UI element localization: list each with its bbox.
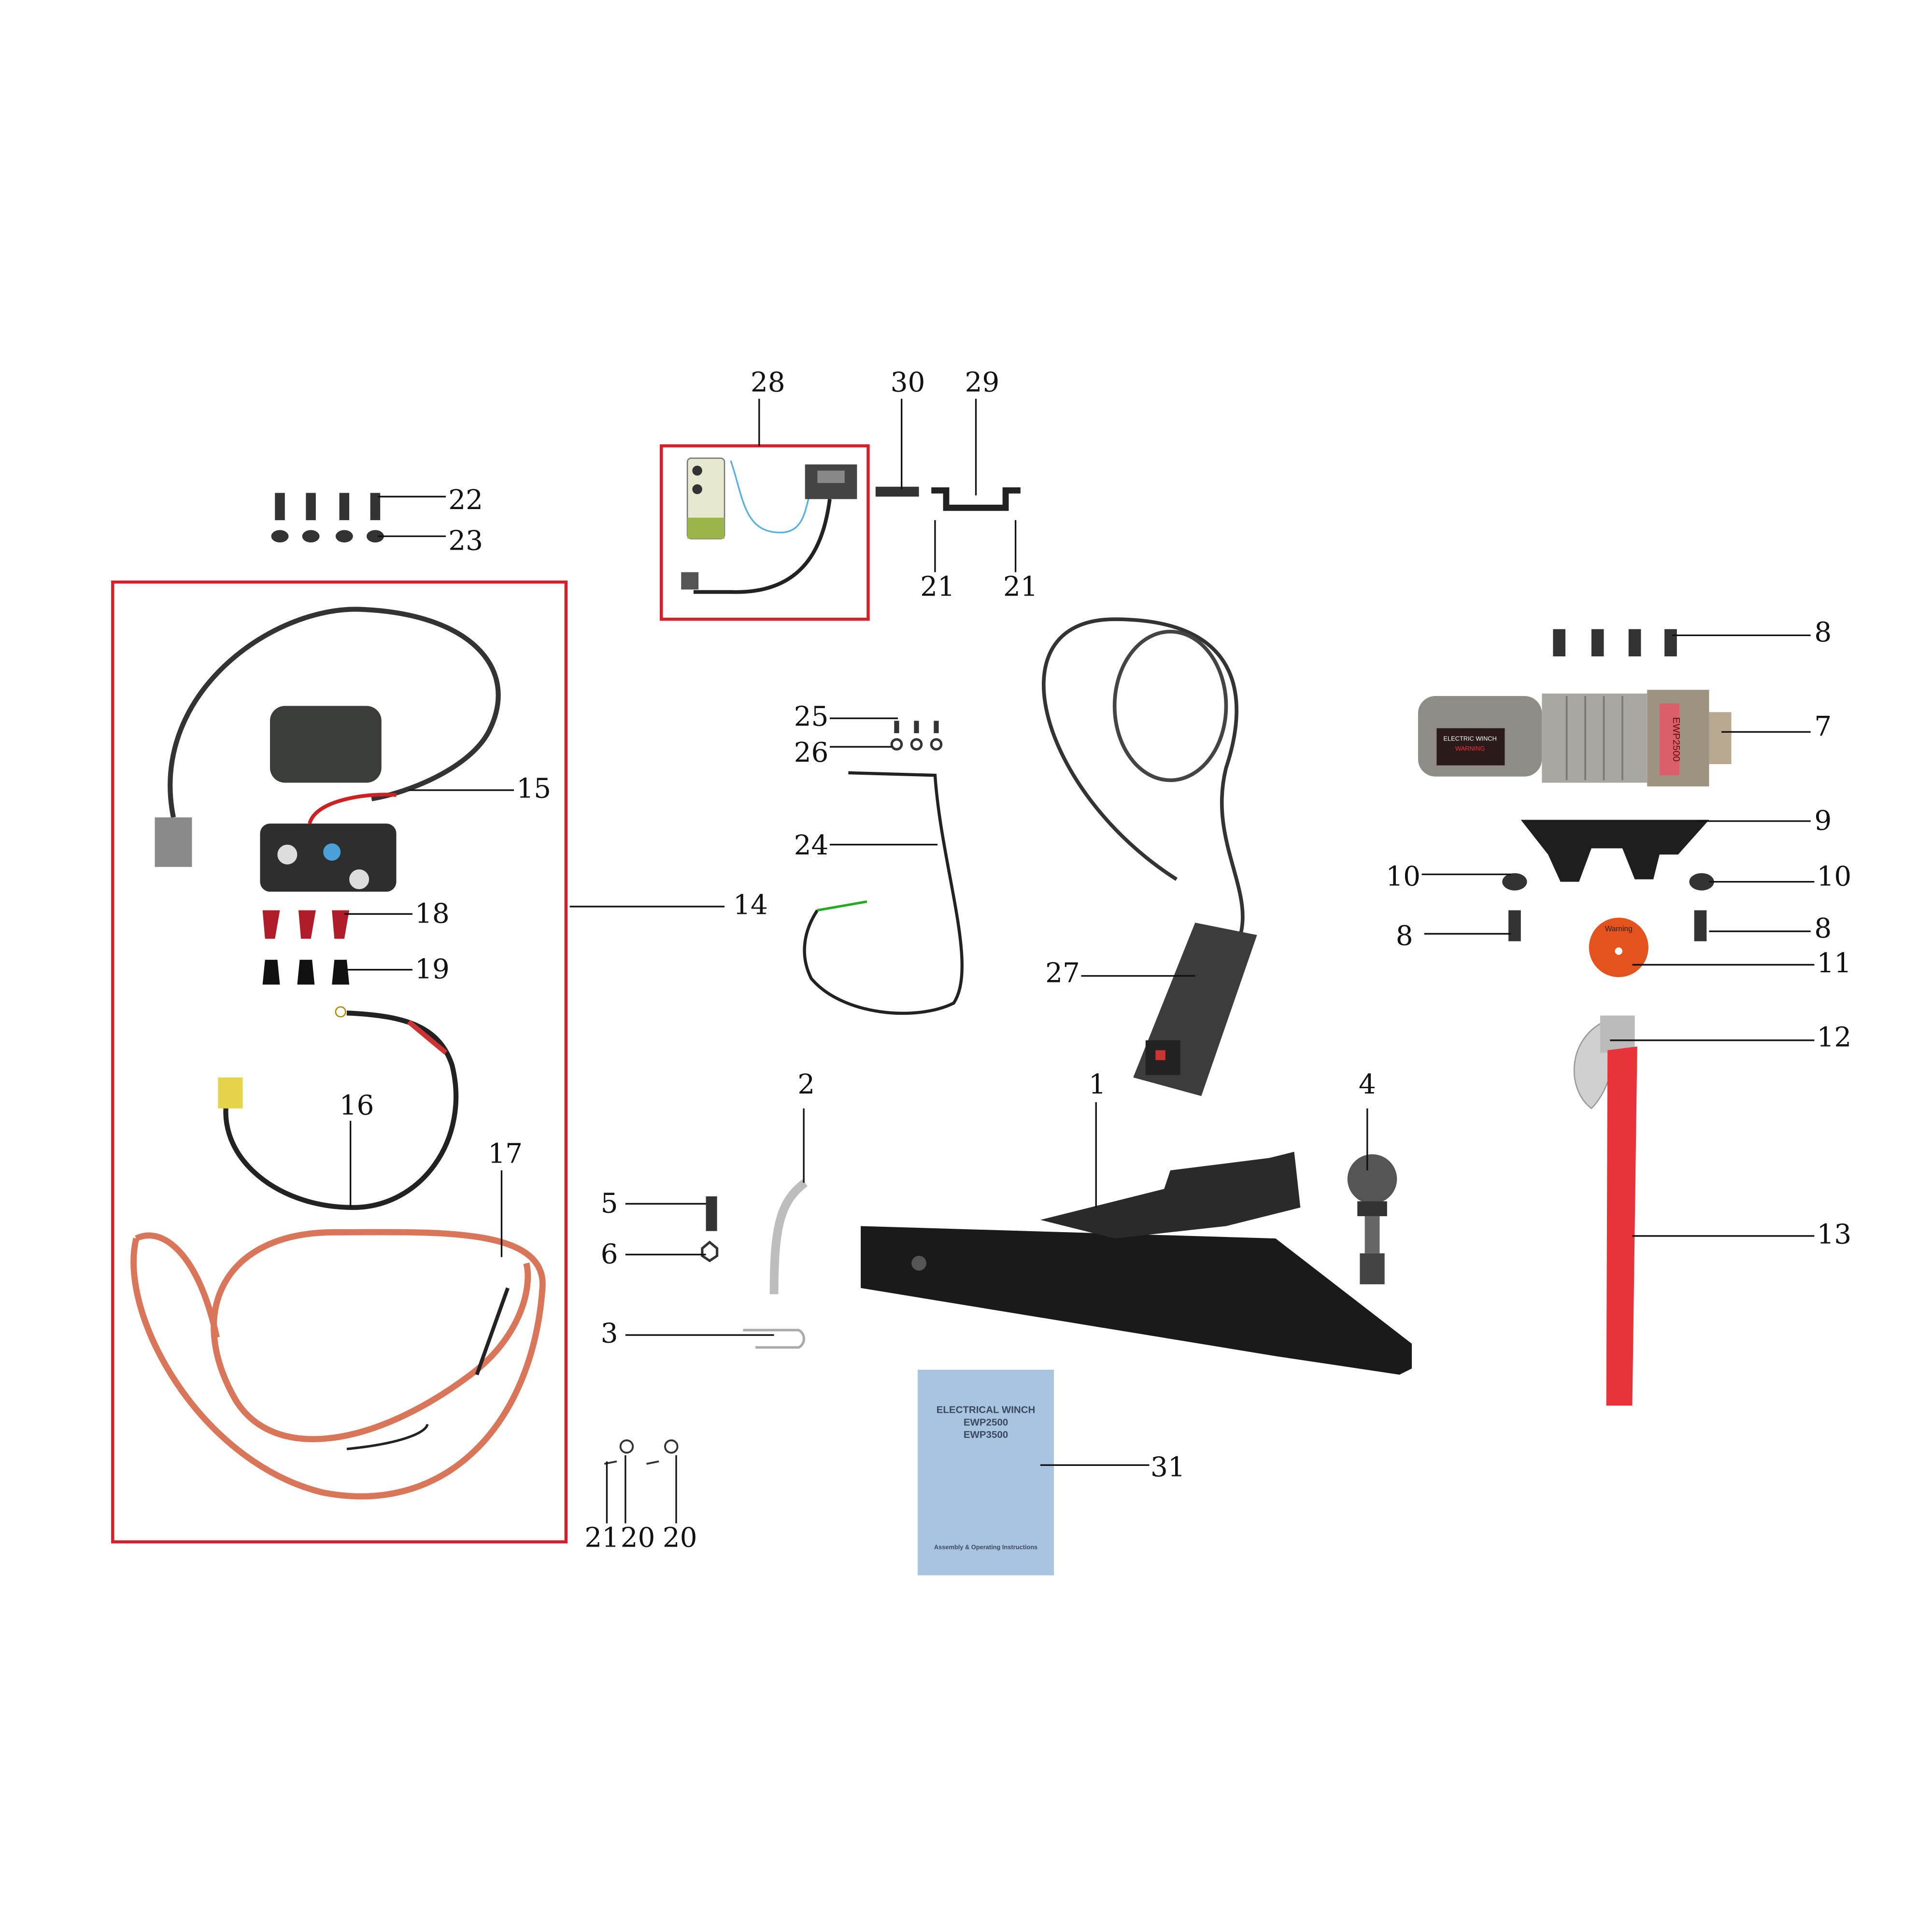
hitch-pin xyxy=(769,1179,808,1294)
part-callout-1: 1 xyxy=(1089,1069,1106,1100)
winch-mount-plate xyxy=(1520,820,1709,882)
part-callout-4: 4 xyxy=(1359,1069,1376,1100)
part-callout-29: 29 xyxy=(965,367,999,398)
part-callout-8: 8 xyxy=(1814,913,1832,944)
tow-strap xyxy=(1606,1046,1637,1406)
part-callout-31: 31 xyxy=(1151,1451,1185,1483)
part-callout-10: 10 xyxy=(1386,861,1421,892)
part-callout-30: 30 xyxy=(891,367,925,398)
part-callout-21: 21 xyxy=(920,571,955,602)
part-callout-13: 13 xyxy=(1817,1219,1852,1250)
part-callout-9: 9 xyxy=(1814,805,1832,837)
part-callout-11: 11 xyxy=(1817,948,1852,979)
part-callout-20: 20 xyxy=(621,1522,655,1554)
part-callout-25: 25 xyxy=(794,701,829,733)
wiring-kit-group-box xyxy=(111,580,568,1544)
cotter-pin xyxy=(743,1329,805,1349)
red-terminal-caps xyxy=(262,910,350,939)
mounting-bracket xyxy=(931,487,1021,511)
warning-label-disc: Warning xyxy=(1589,918,1648,978)
part-callout-21: 21 xyxy=(584,1522,619,1554)
part-callout-23: 23 xyxy=(448,525,483,556)
hitch-receiver-mount xyxy=(861,1151,1412,1375)
part-callout-21: 21 xyxy=(1003,571,1038,602)
part-callout-2: 2 xyxy=(797,1069,815,1100)
part-callout-16: 16 xyxy=(340,1090,374,1122)
winch-warning: WARNING xyxy=(1455,745,1485,752)
part-callout-18: 18 xyxy=(415,898,450,929)
part-callout-15: 15 xyxy=(516,773,551,804)
switch-wiring-harness xyxy=(803,721,964,1015)
part-callout-26: 26 xyxy=(794,737,829,768)
part-callout-5: 5 xyxy=(601,1188,618,1219)
manual-footer: Assembly & Operating Instructions xyxy=(934,1544,1037,1551)
bolts-and-nuts-set xyxy=(271,493,384,543)
contactor-assembly xyxy=(155,607,501,892)
part-callout-17: 17 xyxy=(488,1138,523,1170)
part-callout-6: 6 xyxy=(601,1238,618,1270)
winch-unit: ELECTRIC WINCH WARNING EWP2500 xyxy=(1418,690,1732,787)
part-callout-24: 24 xyxy=(794,830,829,861)
hook xyxy=(1573,1015,1635,1109)
winch-label: ELECTRIC WINCH xyxy=(1443,735,1496,742)
part-callout-8: 8 xyxy=(1814,617,1832,648)
winch-model-label: EWP2500 xyxy=(1671,717,1682,762)
battery-cable-long xyxy=(130,1229,546,1500)
part-callout-14: 14 xyxy=(733,889,768,921)
part-callout-7: 7 xyxy=(1814,711,1832,742)
part-callout-12: 12 xyxy=(1817,1022,1852,1053)
bracket-pad xyxy=(875,486,919,497)
winch-mount-bolts xyxy=(1553,629,1677,656)
part-callout-27: 27 xyxy=(1045,957,1080,989)
wireless-remote-group-box xyxy=(660,444,870,621)
part-callout-28: 28 xyxy=(751,367,785,398)
cable-clips xyxy=(604,1439,679,1465)
flange-nuts xyxy=(1502,873,1714,941)
part-callout-10: 10 xyxy=(1817,861,1852,892)
manual-title: ELECTRICAL WINCH xyxy=(937,1405,1036,1416)
warning-disc-text: Warning xyxy=(1605,925,1633,933)
bolt xyxy=(706,1196,717,1231)
nut xyxy=(701,1240,719,1263)
part-callout-22: 22 xyxy=(448,484,483,516)
part-callout-19: 19 xyxy=(415,954,450,985)
tow-ball xyxy=(1347,1154,1397,1284)
wireless-remote-kit xyxy=(681,457,857,594)
operating-manual: ELECTRICAL WINCH EWP2500 EWP3500 Assembl… xyxy=(918,1369,1054,1576)
manual-model-2: EWP3500 xyxy=(964,1429,1008,1440)
black-terminal-caps xyxy=(262,960,350,985)
handheld-remote-control xyxy=(1042,617,1257,1096)
manual-model-1: EWP2500 xyxy=(964,1417,1008,1428)
part-callout-20: 20 xyxy=(663,1522,697,1554)
part-callout-8: 8 xyxy=(1396,920,1413,952)
part-callout-3: 3 xyxy=(601,1318,618,1349)
battery-cable-short xyxy=(218,1006,459,1210)
